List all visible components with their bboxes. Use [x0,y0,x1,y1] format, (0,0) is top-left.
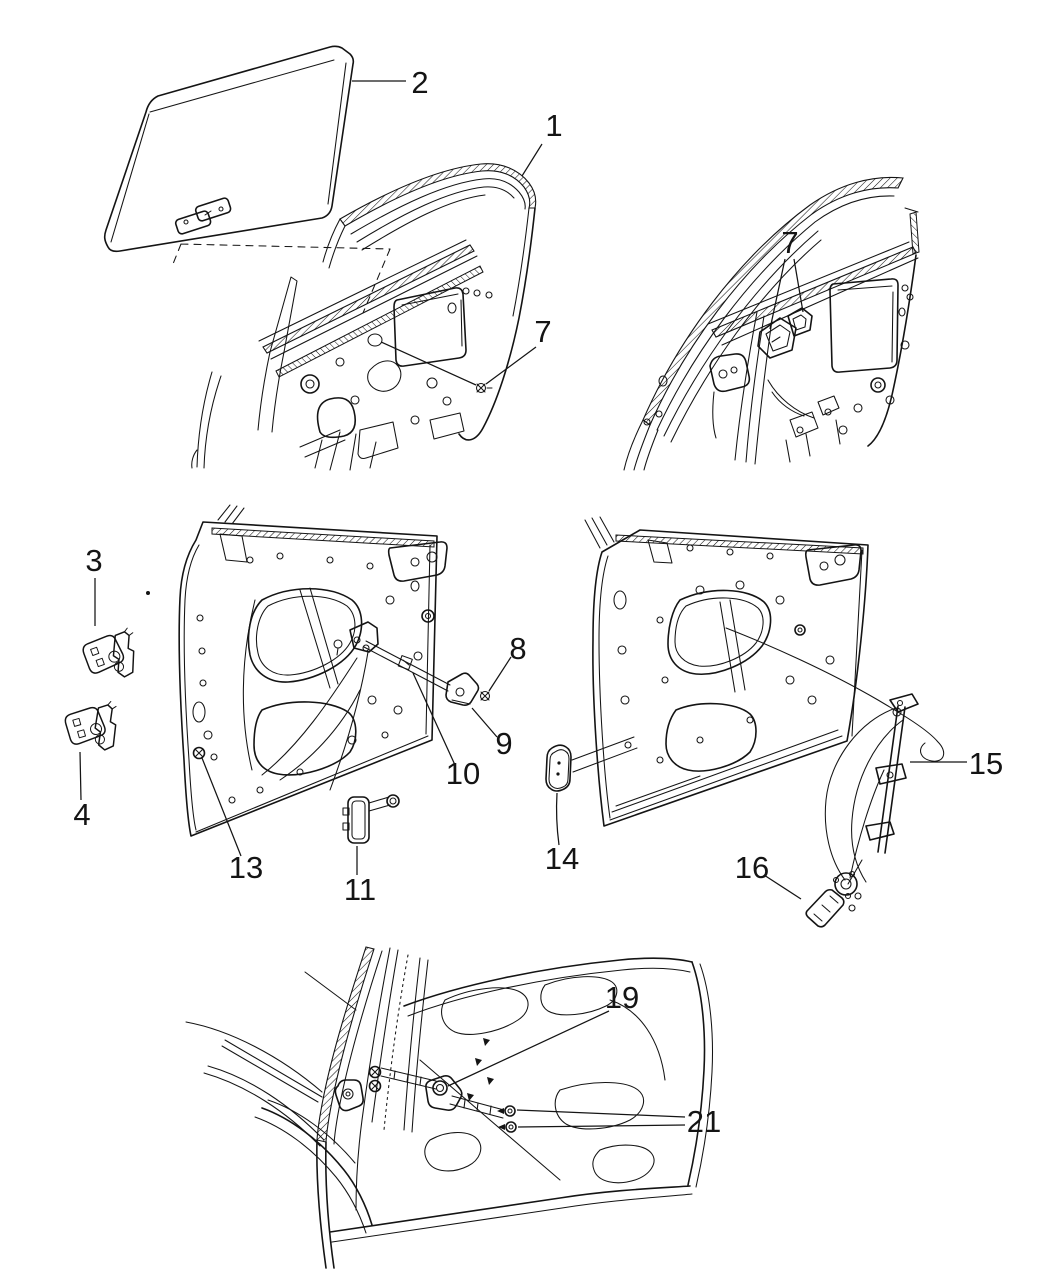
inner-openings [242,587,363,781]
leader-plug [555,792,560,846]
callout-label-7b: 7 [781,225,798,260]
callout-label-13: 13 [229,850,263,885]
leader-quarter-screws-1 [516,1109,686,1118]
hole-pattern [613,544,835,764]
callout-label-11: 11 [344,872,376,907]
door-shell-outline [584,516,869,827]
leader-striker [471,707,498,738]
callout-label-14: 14 [545,841,579,876]
view-top-right-frame [623,176,920,471]
view-bottom-quarter-panel [185,946,714,1269]
inner-panel-details [299,287,493,471]
leader-fastener-b1 [769,258,786,330]
callout-label-4: 4 [73,797,90,832]
callout-label-15: 15 [969,746,1003,781]
glass-bracket [174,197,232,235]
leader-frame [521,143,543,177]
quarter-screw-a [497,1105,516,1117]
door-striker [445,672,480,706]
latch-assembly [261,621,379,791]
pillar-striker-plate [334,1079,364,1112]
callout-label-1: 1 [545,108,562,143]
leader-clip [412,672,456,766]
view-middle-right-door-shell [545,516,945,928]
callout-label-9: 9 [495,726,512,761]
latch-cable [725,627,945,762]
leader-screw [488,656,512,692]
inner-panel-details [829,254,917,447]
inner-openings [665,589,772,772]
upper-door-hinge [82,627,135,678]
belt-line [258,239,484,378]
callout-label-7a: 7 [534,314,551,349]
striker-bar-assembly [368,1065,505,1119]
callout-label-10: 10 [446,756,480,791]
leader-fastener-a [485,346,537,385]
lock-rod [363,640,451,692]
rod-clip [397,655,413,671]
door-frame-band [322,163,537,441]
roof-line-stub [304,971,357,1011]
frame-bracket-parts [757,307,841,463]
leader-bolt [201,757,242,857]
callout-label-8: 8 [509,631,526,666]
leader-lines [79,80,967,1128]
door-front-edge [191,371,222,469]
pointer-line [380,341,477,386]
callout-label-21: 21 [687,1104,721,1139]
door-glass [103,45,355,253]
sail-edge [623,375,668,471]
stray-dot [146,591,150,595]
hole-pattern [192,552,435,804]
b-pillar-band [316,946,429,1269]
belt-line-stub [185,1021,323,1103]
belt-line [707,207,920,346]
view-top-left-frame-and-glass [103,45,537,471]
latch-bracket [709,353,751,439]
view-middle-left-door-shell [62,504,491,844]
leader-lower-hinge [79,751,82,801]
lower-door-hinge [62,697,119,752]
access-plug [545,736,638,792]
window-regulator [824,693,919,885]
roof-rail-band [642,176,904,443]
regulator-motor [805,870,862,928]
callout-label-16: 16 [735,850,769,885]
leader-fastener-b2 [793,258,804,313]
hinge-bolt [192,746,206,760]
callout-labels: 2 1 7 7 3 4 8 9 10 11 13 14 15 16 19 21 [73,65,1003,1139]
leader-quarter-screws-2 [517,1124,686,1128]
quarter-trim-panel [329,957,714,1243]
callout-label-2: 2 [411,65,428,100]
leader-motor [763,874,802,900]
wheel-arch [254,1099,373,1234]
callout-label-3: 3 [85,543,102,578]
quarter-screw-b [498,1121,517,1133]
door-shell-outline [178,504,448,837]
vent-divider [257,276,298,433]
callout-label-19: 19 [605,980,639,1015]
striker-screw [479,690,491,702]
leader-pillar-bracket [447,1010,610,1087]
rocker-lines [203,1065,325,1147]
door-check-strap [342,794,400,844]
frame-fastener-a [475,382,493,394]
